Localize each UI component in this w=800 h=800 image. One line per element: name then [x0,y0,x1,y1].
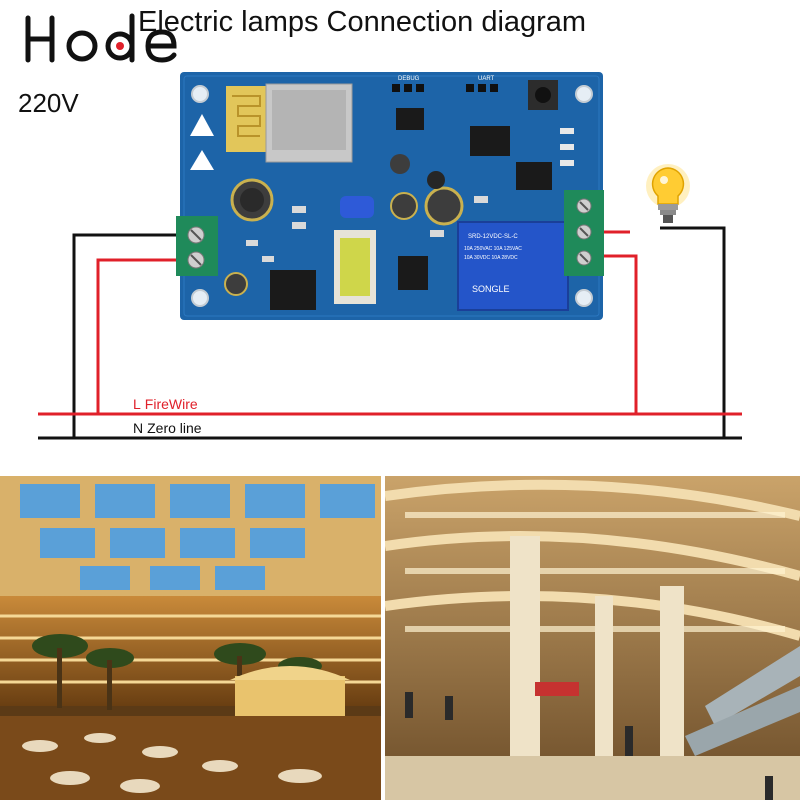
light-bulb-icon [646,164,690,223]
neutral-wire-code: N [133,420,144,436]
uart-header-label: UART [478,76,495,82]
neutral-wire-name: Zero line [147,420,202,436]
voltage-label: 220V [18,88,79,118]
debug-header-label: DEBUG [398,76,420,82]
diagram-title: Electric lamps Connection diagram [138,6,587,38]
atrium-photo [0,476,381,800]
relay-module-pcb: DEBUG UART SONGLE SRD-12VDC-SL-C [176,72,604,320]
neutral-wire [38,226,742,440]
relay-brand: SONGLE [472,284,510,294]
relay-rating-2: 10A 30VDC 10A 28VDC [464,255,518,261]
mall-photo [385,476,800,800]
live-wire-code: L [133,396,141,412]
brand-logo [25,13,177,63]
output-terminal-block [564,190,604,276]
relay-rating-1: 10A 250VAC 10A 125VAC [464,246,522,252]
wiring-diagram: DEBUG UART SONGLE SRD-12VDC-SL-C [38,72,742,440]
relay-model: SRD-12VDC-SL-C [468,234,518,240]
live-wire-name: FireWire [144,396,198,412]
input-terminal-block [176,216,218,276]
